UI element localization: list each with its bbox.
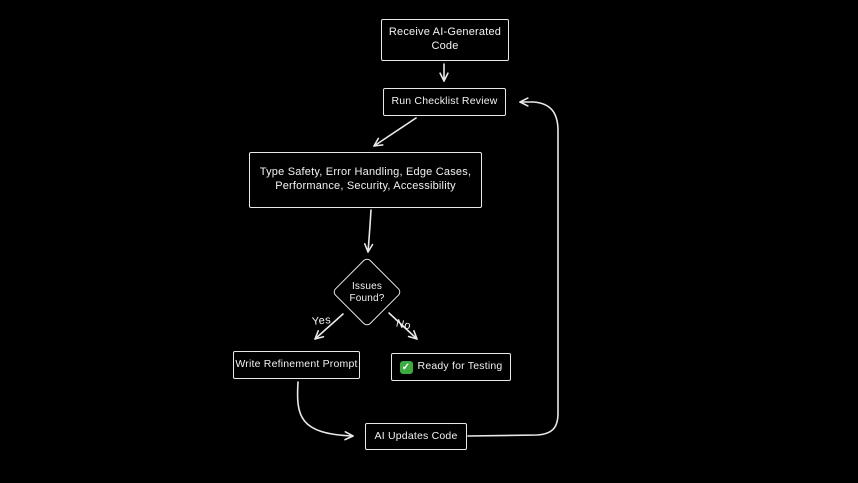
decision-issues-found-label: Issues Found? — [349, 281, 385, 304]
node-ready-for-testing: ✓ Ready for Testing — [391, 353, 511, 381]
node-receive-label: Receive AI-Generated Code — [388, 26, 502, 52]
node-receive-ai-code: Receive AI-Generated Code — [381, 19, 509, 61]
edge-label-yes: Yes — [311, 314, 332, 328]
node-review-criteria: Type Safety, Error Handling, Edge Cases,… — [249, 152, 482, 208]
node-write-refinement-prompt: Write Refinement Prompt — [233, 351, 360, 379]
check-mark-icon: ✓ — [399, 360, 413, 374]
node-updates-label: AI Updates Code — [374, 429, 458, 442]
node-criteria-label: Type Safety, Error Handling, Edge Cases,… — [259, 166, 472, 192]
edge-issues-no — [388, 312, 418, 340]
node-ai-updates-code: AI Updates Code — [365, 423, 467, 450]
edge-issues-yes — [314, 313, 344, 340]
node-run-checklist-review: Run Checklist Review — [383, 88, 506, 116]
node-write-label: Write Refinement Prompt — [235, 358, 358, 371]
edge-updates-to-checklist-loop — [467, 97, 559, 437]
edge-criteria-to-issues — [363, 209, 374, 253]
node-ready-label: Ready for Testing — [417, 360, 503, 373]
edge-checklist-to-criteria — [373, 117, 417, 147]
node-checklist-label: Run Checklist Review — [391, 95, 498, 108]
edge-write-to-updates — [296, 381, 354, 441]
